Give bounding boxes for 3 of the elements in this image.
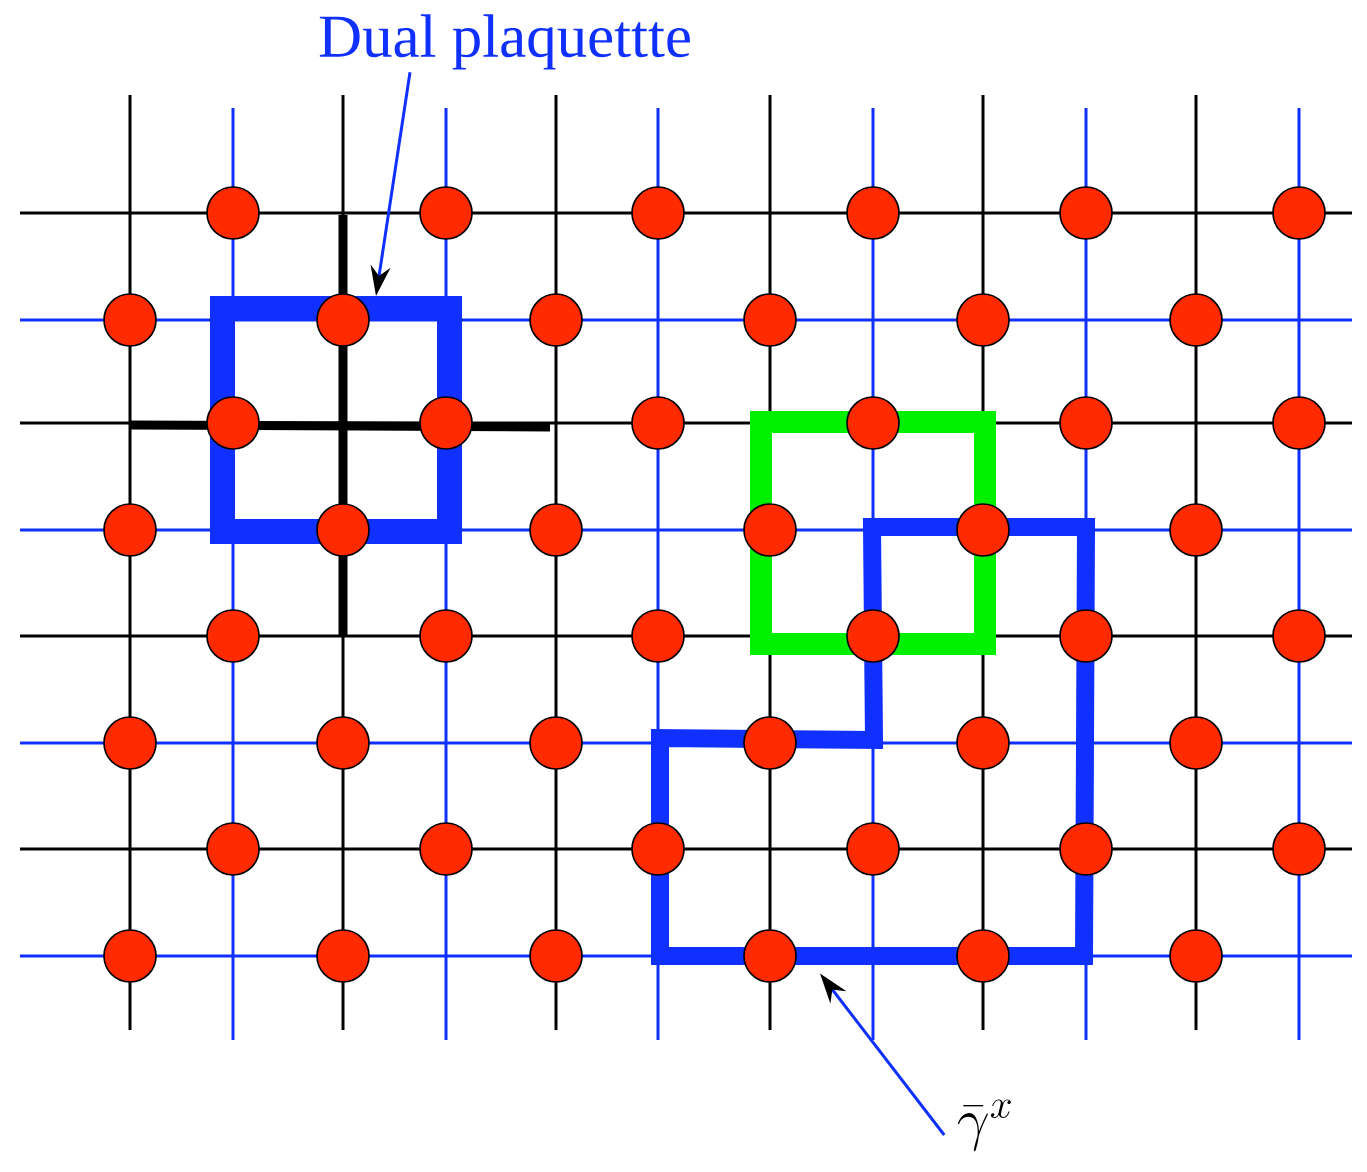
plaquette-square — [210, 296, 462, 544]
math-label: $\bar{\gamma}^{x}$ — [957, 1099, 1011, 1152]
callout-text: Dual plaquettte — [319, 14, 690, 70]
